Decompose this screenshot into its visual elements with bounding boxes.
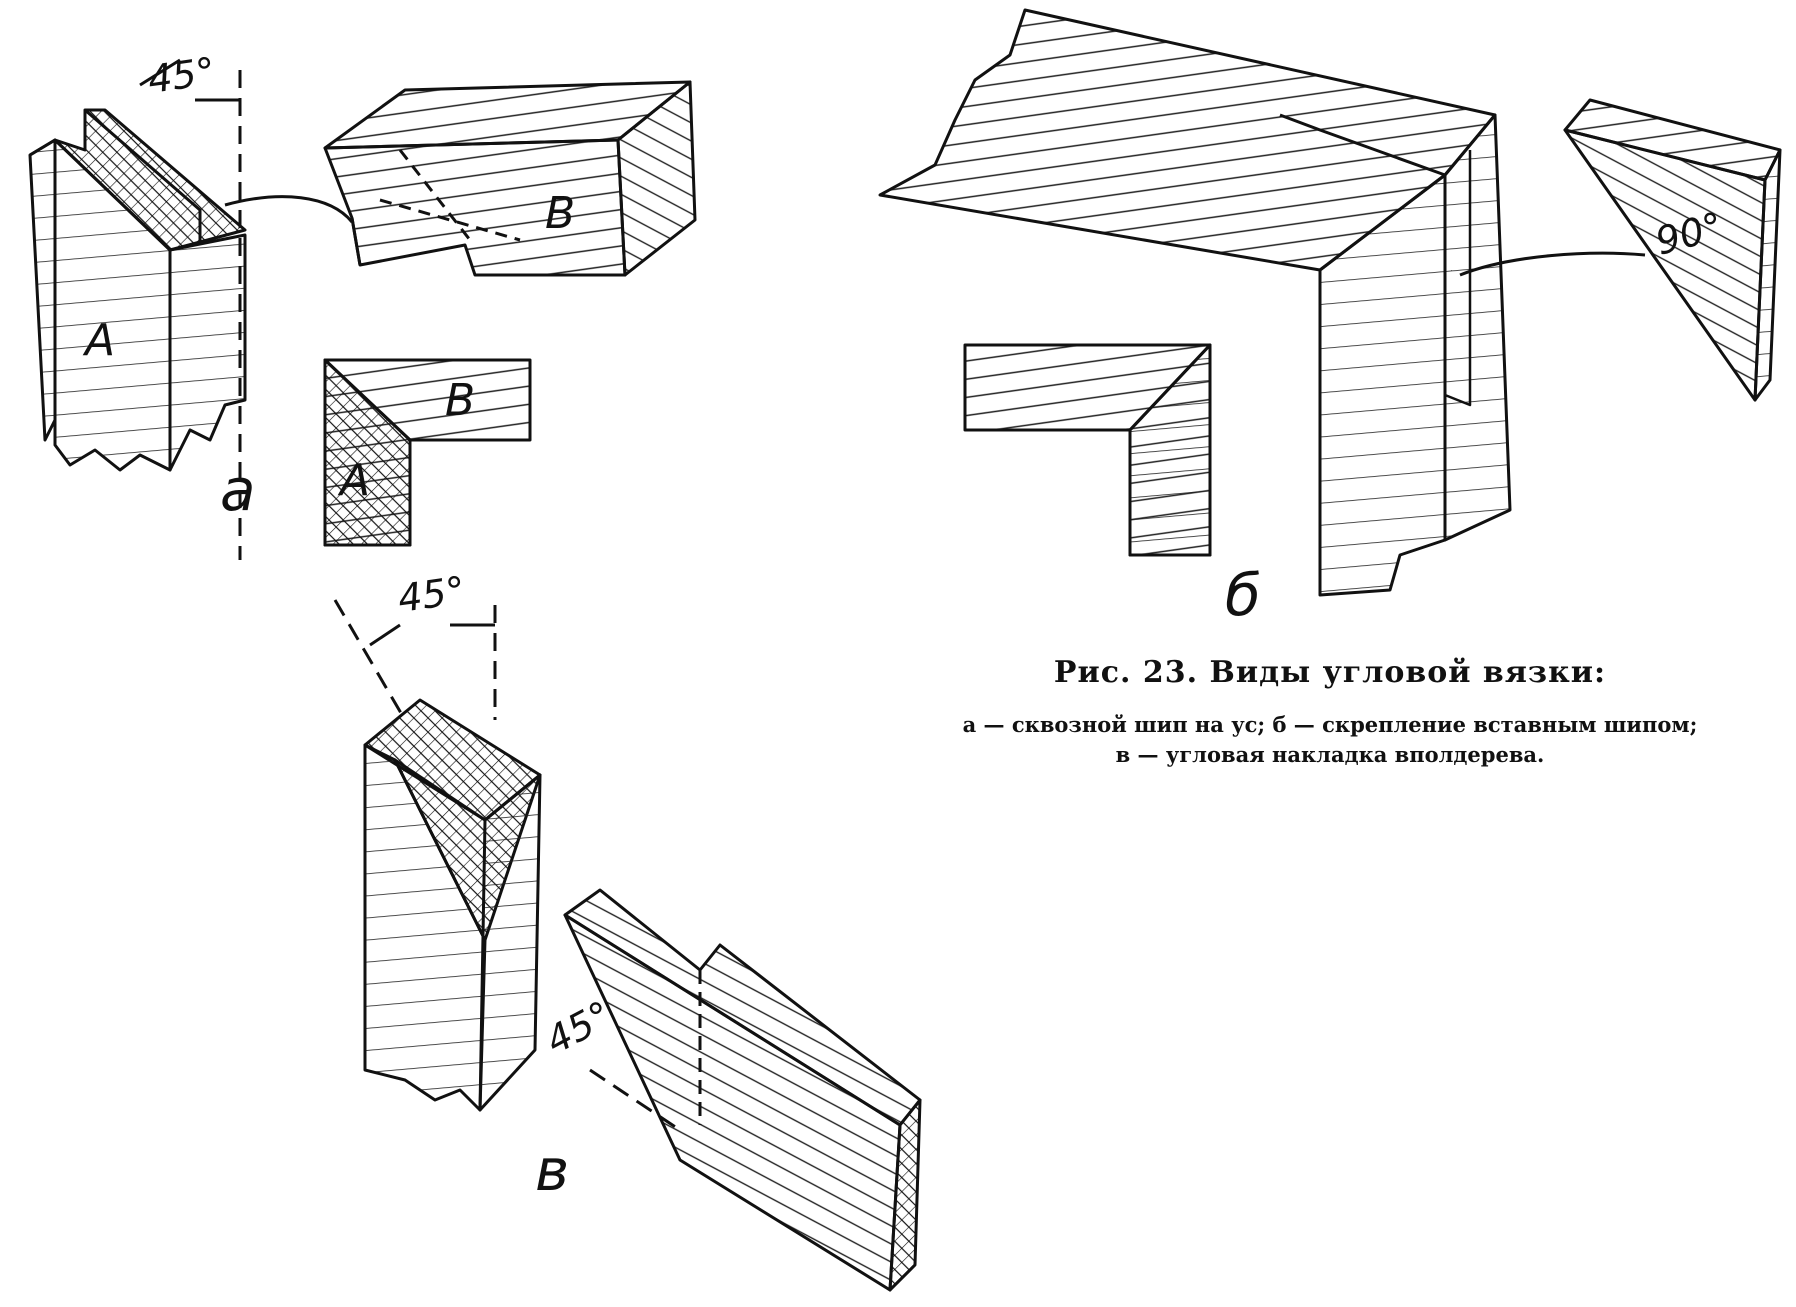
part-a-plan-view	[323, 358, 532, 547]
part-b-letter: б	[1225, 561, 1261, 629]
part-v-horizontal-piece	[563, 888, 922, 1292]
part-v-vertical-piece	[363, 698, 542, 1112]
part-b-frame	[878, 8, 1512, 597]
part-a-angle-label: 45°	[145, 49, 218, 102]
part-a-plan-label-a: A	[337, 455, 370, 506]
part-v-axis-left	[333, 599, 407, 721]
caption-line-1: а — сквозной шип на ус; б — скрепление в…	[962, 712, 1698, 737]
part-a-letter: а	[220, 456, 256, 524]
part-v-axis-side	[589, 1068, 681, 1132]
caption-title: Рис. 23. Виды угловой вязки:	[1053, 655, 1607, 690]
caption-line-2: в — угловая накладка вполдерева.	[1115, 742, 1545, 767]
part-v-dimension-top	[369, 623, 495, 647]
part-a-label-b: B	[545, 188, 575, 239]
part-b-leader	[1459, 251, 1646, 277]
part-b-loose-tenon	[1563, 98, 1782, 402]
part-a-piece-a	[28, 108, 247, 472]
part-a-label-a: A	[82, 315, 115, 366]
part-a-dimension	[139, 58, 240, 102]
part-v-angle-top-label: 45°	[395, 568, 468, 621]
part-v-letter: в	[535, 1136, 569, 1204]
part-a-plan-label-b: B	[445, 375, 475, 426]
part-b-plan-view	[963, 343, 1212, 557]
part-a-piece-b	[323, 80, 697, 277]
part-a-leader	[224, 195, 354, 223]
